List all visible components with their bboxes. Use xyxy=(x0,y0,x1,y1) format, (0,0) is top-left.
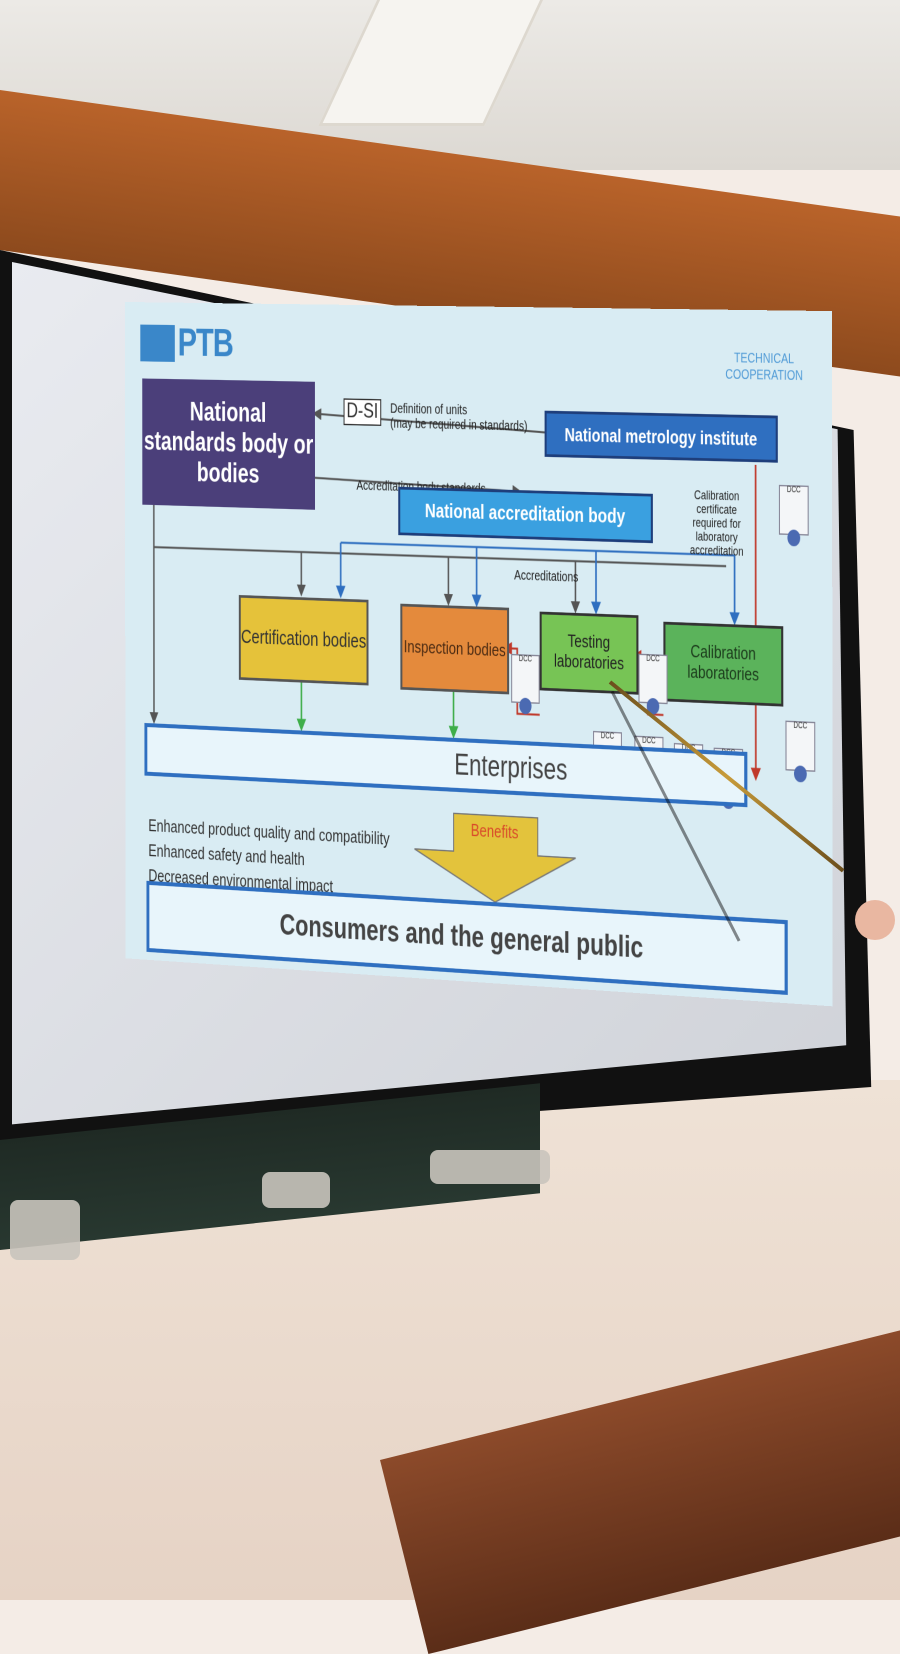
projector-screen xyxy=(12,262,872,1142)
cloth-rag xyxy=(262,1172,330,1208)
cloth-rag xyxy=(430,1150,550,1184)
presenter-hand xyxy=(855,900,895,940)
cloth-rag xyxy=(10,1200,80,1260)
